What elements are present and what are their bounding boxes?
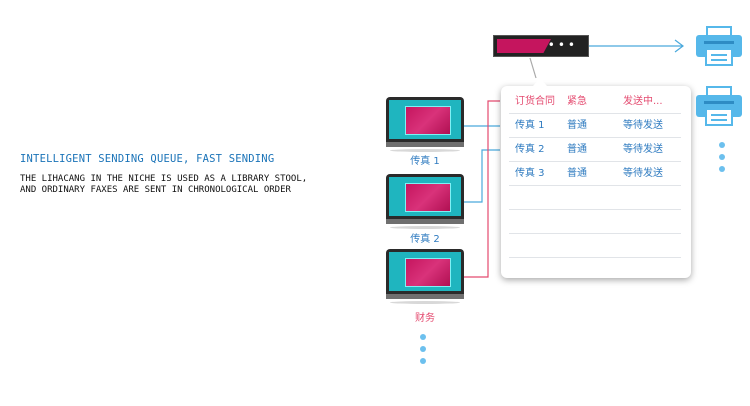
queue-empty-row <box>509 210 681 234</box>
queue-row: 传真 3 普通 等待发送 <box>509 162 681 186</box>
computer-finance <box>386 249 464 304</box>
connector-queue-to-panel <box>529 57 537 79</box>
document-icon <box>405 106 451 135</box>
queue-cell-document: 传真 2 <box>515 144 545 155</box>
computer-fax-1 <box>386 97 464 152</box>
queue-panel: 订货合同 紧急 发送中... 传真 1 普通 等待发送 传真 2 普通 等待发送… <box>501 78 691 278</box>
queue-header-status: 发送中... <box>623 96 663 107</box>
more-printers-dots-icon <box>719 142 727 178</box>
queue-header-row: 订货合同 紧急 发送中... <box>509 90 681 114</box>
queue-empty-row <box>509 186 681 210</box>
queue-row: 传真 1 普通 等待发送 <box>509 114 681 138</box>
queue-cell-status: 等待发送 <box>623 144 663 155</box>
queue-cell-document: 传真 1 <box>515 120 545 131</box>
queue-progress-fill <box>497 39 551 53</box>
queue-cell-status: 等待发送 <box>623 120 663 131</box>
computer-label-fax-1: 传真 1 <box>410 156 440 167</box>
computer-label-fax-2: 传真 2 <box>410 234 440 245</box>
queue-cell-document: 传真 3 <box>515 168 545 179</box>
fax-printer-icon <box>696 86 742 128</box>
queue-cell-priority: 普通 <box>567 168 587 179</box>
sending-queue-bar: ••• <box>493 35 589 57</box>
computer-label-finance: 财务 <box>415 313 435 324</box>
intro-description-line-1: THE LIHACANG IN THE NICHE IS USED AS A L… <box>20 174 308 184</box>
document-icon <box>405 258 451 287</box>
queue-header-document: 订货合同 <box>515 96 555 107</box>
arrow-head <box>674 39 684 53</box>
intro-description: THE LIHACANG IN THE NICHE IS USED AS A L… <box>20 174 307 196</box>
queue-cell-status: 等待发送 <box>623 168 663 179</box>
queue-empty-row <box>509 234 681 258</box>
intro-headline: INTELLIGENT SENDING QUEUE, FAST SENDING <box>20 153 275 165</box>
queue-cell-priority: 普通 <box>567 120 587 131</box>
queue-row: 传真 2 普通 等待发送 <box>509 138 681 162</box>
intro-description-line-2: AND ORDINARY FAXES ARE SENT IN CHRONOLOG… <box>20 185 291 195</box>
connector-fax2 <box>464 149 500 203</box>
queue-header-priority: 紧急 <box>567 96 587 107</box>
fax-printer-icon <box>696 26 742 68</box>
queue-cell-priority: 普通 <box>567 144 587 155</box>
connector-finance <box>464 100 500 278</box>
more-dots-icon: ••• <box>547 38 578 52</box>
document-icon <box>405 183 451 212</box>
more-computers-dots-icon <box>420 334 428 370</box>
computer-fax-2 <box>386 174 464 229</box>
